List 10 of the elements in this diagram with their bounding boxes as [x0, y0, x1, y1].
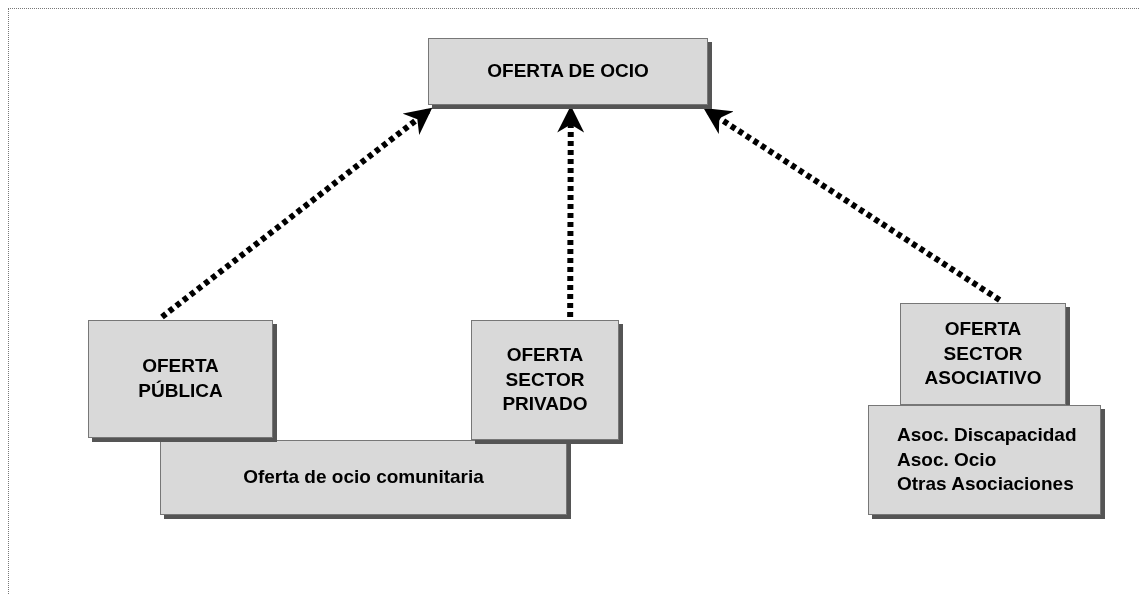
- box-label: Asoc. Discapacidad: [897, 422, 1077, 447]
- box-label: OFERTA DE OCIO: [487, 59, 649, 84]
- box-label: OFERTA SECTOR ASOCIATIVO: [924, 316, 1042, 391]
- box-label: OFERTA PÚBLICA: [137, 354, 224, 403]
- dotted-arrow: [160, 107, 433, 320]
- box-label: OFERTA SECTOR PRIVADO: [502, 342, 588, 417]
- box-label: Asoc. Ocio: [897, 447, 997, 472]
- dotted-arrow: [703, 108, 1002, 303]
- box-label: Oferta de ocio comunitaria: [243, 465, 484, 490]
- box-label: Otras Asociaciones: [897, 472, 1074, 497]
